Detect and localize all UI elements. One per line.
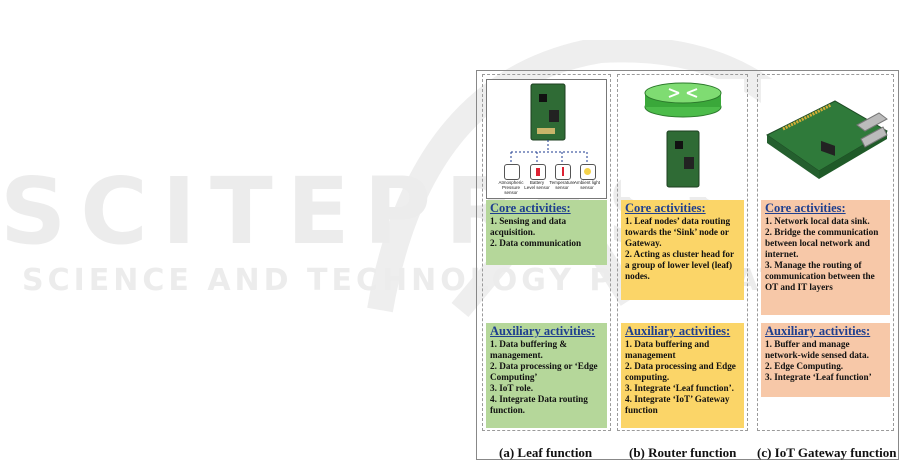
auxiliary-activities-box: Auxiliary activities: 1. Data buffering … <box>486 323 607 428</box>
core-activities-box: Core activities: 1. Network local data s… <box>761 200 890 315</box>
core-item: 1. Network local data sink. <box>765 216 870 226</box>
core-activities-title: Core activities: <box>765 201 846 215</box>
core-activities-title: Core activities: <box>490 201 571 215</box>
core-activities-box: Core activities: 1. Leaf nodes’ data rou… <box>621 200 744 300</box>
core-activities-title: Core activities: <box>625 201 706 215</box>
sensor-label: Temperature sensor <box>549 180 575 190</box>
caption-gateway: (c) IoT Gateway function <box>757 445 897 460</box>
gateway-column: Core activities: 1. Network local data s… <box>757 74 894 431</box>
aux-item: 4. Integrate ‘IoT’ Gateway function <box>625 394 730 415</box>
light-sensor-icon <box>580 164 596 180</box>
core-item: 2. Bridge the communication between loca… <box>765 227 879 259</box>
aux-item: 2. Data processing and Edge computing. <box>625 361 736 382</box>
core-item: 2. Data communication <box>490 238 582 248</box>
auxiliary-activities-title: Auxiliary activities: <box>625 324 731 338</box>
auxiliary-activities-title: Auxiliary activities: <box>765 324 871 338</box>
aux-item: 1. Data buffering & management. <box>490 339 568 360</box>
auxiliary-activities-box: Auxiliary activities: 1. Data buffering … <box>621 323 744 428</box>
router-column: Core activities: 1. Leaf nodes’ data rou… <box>617 74 748 431</box>
sensor-label: Battery Level sensor <box>524 180 550 190</box>
leaf-column: Atmospheric Pressure sensor Battery Leve… <box>482 74 611 431</box>
figure-frame: Atmospheric Pressure sensor Battery Leve… <box>476 70 899 460</box>
core-item: 1. Sensing and data acquisition. <box>490 216 567 237</box>
core-item: 3. Manage the routing of communication b… <box>765 260 875 292</box>
core-item: 2. Acting as cluster head for a group of… <box>625 249 734 281</box>
sensor-label: Ambient light sensor <box>574 180 601 190</box>
pressure-sensor-icon <box>504 164 520 180</box>
aux-item: 3. Integrate ‘Leaf function’. <box>625 383 734 393</box>
aux-item: 2. Data processing or ‘Edge Computing’ <box>490 361 598 382</box>
caption-leaf: (a) Leaf function <box>499 445 593 460</box>
aux-item: 3. Integrate ‘Leaf function’ <box>765 372 872 382</box>
aux-item: 4. Integrate Data routing function. <box>490 394 588 415</box>
temperature-sensor-icon <box>555 164 571 180</box>
auxiliary-activities-title: Auxiliary activities: <box>490 324 596 338</box>
sensor-board-icon <box>510 83 588 162</box>
auxiliary-activities-box: Auxiliary activities: 1. Buffer and mana… <box>761 323 890 397</box>
caption-router: (b) Router function <box>629 445 737 460</box>
aux-item: 1. Data buffering and management <box>625 339 710 360</box>
core-item: 1. Leaf nodes’ data routing towards the … <box>625 216 731 248</box>
router-node-image <box>621 79 744 197</box>
aux-item: 1. Buffer and manage network-wide sensed… <box>765 339 869 360</box>
battery-sensor-icon <box>530 164 546 180</box>
aux-item: 3. IoT role. <box>490 383 534 393</box>
router-icon <box>644 82 722 188</box>
aux-item: 2. Edge Computing. <box>765 361 844 371</box>
sensor-board-icon <box>666 130 700 188</box>
leaf-node-image: Atmospheric Pressure sensor Battery Leve… <box>486 79 607 199</box>
sensor-label: Atmospheric Pressure sensor <box>498 180 524 195</box>
raspberry-pi-icon <box>766 100 888 179</box>
gateway-node-image <box>761 79 890 197</box>
core-activities-box: Core activities: 1. Sensing and data acq… <box>486 200 607 265</box>
